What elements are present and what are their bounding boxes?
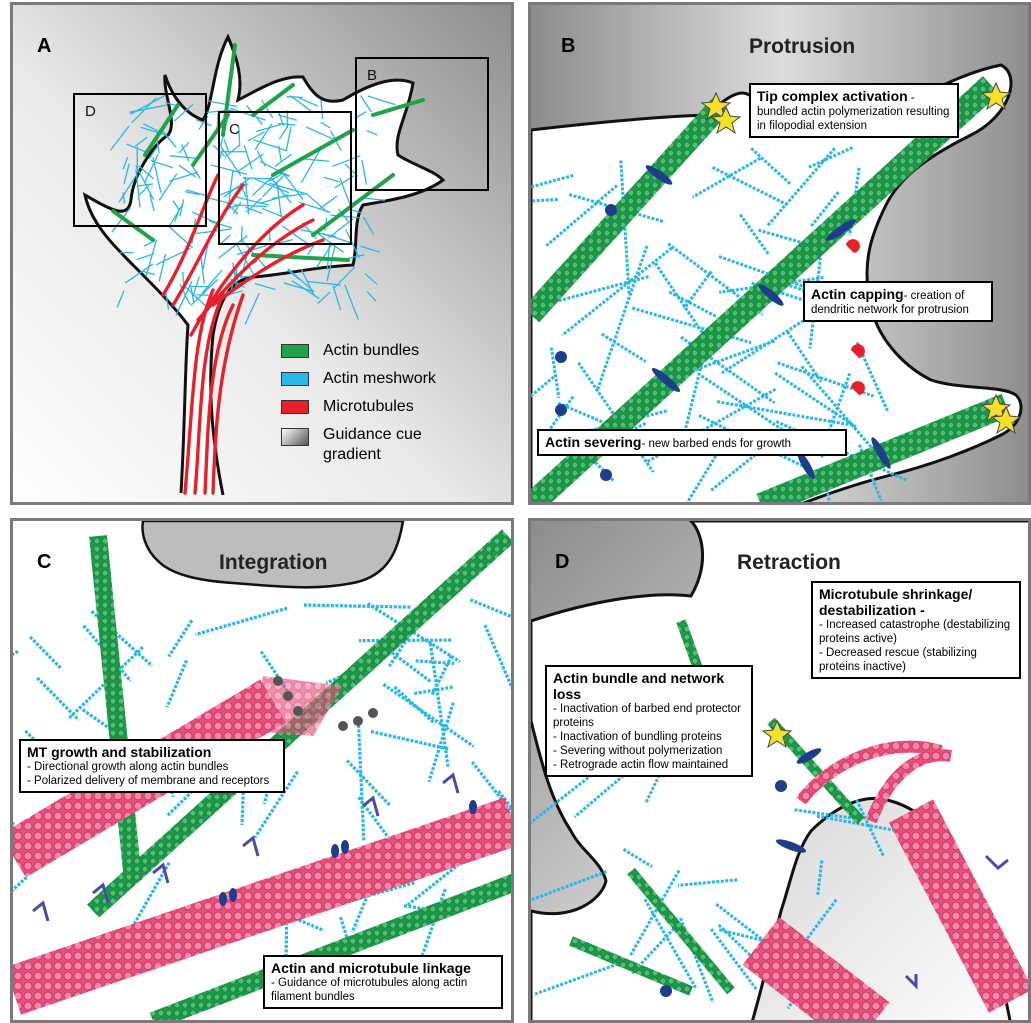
callout-line: - Retrograde actin flow maintained: [553, 758, 745, 772]
roi-label-d: D: [85, 103, 96, 120]
panel-c-title: Integration: [219, 551, 328, 575]
panel-d-letter: D: [555, 551, 569, 574]
legend-swatch: [281, 428, 309, 446]
callout-line: - Polarized delivery of membrane and rec…: [27, 774, 277, 788]
panel-a-letter: A: [37, 35, 51, 58]
callout-mt-growth: MT growth and stabilization - Directiona…: [19, 739, 285, 793]
panel-b-letter: B: [561, 35, 575, 58]
panel-b: B Protrusion Tip complex activation - bu…: [528, 2, 1031, 505]
panel-a: A D C B Actin bundles Actin meshwork Mic…: [10, 2, 514, 505]
legend-item-microtubules: Microtubules: [281, 397, 436, 417]
roi-label-b: B: [367, 67, 377, 84]
legend-label: Microtubules: [323, 397, 414, 417]
legend-item-actin-meshwork: Actin meshwork: [281, 369, 436, 389]
callout-actin-severing: Actin severing- new barbed ends for grow…: [537, 429, 847, 456]
legend-swatch: [281, 344, 309, 358]
legend-label: Actin bundles: [323, 341, 419, 361]
callout-line: - Directional growth along actin bundles: [27, 760, 277, 774]
callout-line: - Increased catastrophe (destabilizing p…: [819, 618, 1013, 646]
panel-d-title: Retraction: [737, 551, 841, 575]
callout-actin-capping: Actin capping- creation of dendritic net…: [803, 281, 993, 322]
panel-d: D Retraction Microtubule shrinkage/ dest…: [528, 518, 1031, 1023]
callout-line: - Decreased rescue (stabilizing proteins…: [819, 646, 1013, 674]
callout-line: - Inactivation of barbed end protector p…: [553, 702, 745, 730]
callout-actin-mt-linkage: Actin and microtubule linkage - Guidance…: [263, 955, 503, 1009]
legend-label: Actin meshwork: [323, 369, 436, 389]
callout-line: - Inactivation of bundling proteins: [553, 730, 745, 744]
callout-title: Tip complex activation: [757, 88, 908, 104]
callout-line: - Guidance of microtubules along actin f…: [271, 976, 495, 1004]
panel-c: C Integration MT growth and stabilizatio…: [10, 518, 514, 1023]
roi-label-c: C: [229, 121, 240, 138]
callout-title: Actin capping: [811, 286, 904, 302]
callout-title: Actin and microtubule linkage: [271, 960, 495, 976]
callout-title: Actin severing: [545, 434, 641, 450]
callout-tip-complex: Tip complex activation - bundled actin p…: [749, 83, 959, 138]
callout-title: Microtubule shrinkage/ destabilization -: [819, 586, 1013, 618]
callout-title: Actin bundle and network loss: [553, 670, 745, 702]
callout-desc: bundled actin polymerization resulting i…: [757, 105, 951, 133]
callout-title-suffix: -: [908, 92, 915, 104]
legend-label: Guidance cue gradient: [323, 425, 433, 465]
legend: Actin bundles Actin meshwork Microtubule…: [281, 341, 436, 473]
panel-c-letter: C: [37, 551, 51, 574]
legend-item-guidance-cue: Guidance cue gradient: [281, 425, 436, 465]
callout-title: MT growth and stabilization: [27, 744, 277, 760]
legend-swatch: [281, 400, 309, 414]
legend-swatch: [281, 372, 309, 386]
legend-item-actin-bundles: Actin bundles: [281, 341, 436, 361]
callout-mt-shrinkage: Microtubule shrinkage/ destabilization -…: [811, 581, 1021, 679]
callout-actin-loss: Actin bundle and network loss - Inactiva…: [545, 665, 753, 777]
callout-desc: - new barbed ends for growth: [641, 438, 791, 450]
panel-b-title: Protrusion: [749, 35, 855, 59]
microtubules: [13, 676, 513, 991]
callout-line: - Severing without polymerization: [553, 744, 745, 758]
